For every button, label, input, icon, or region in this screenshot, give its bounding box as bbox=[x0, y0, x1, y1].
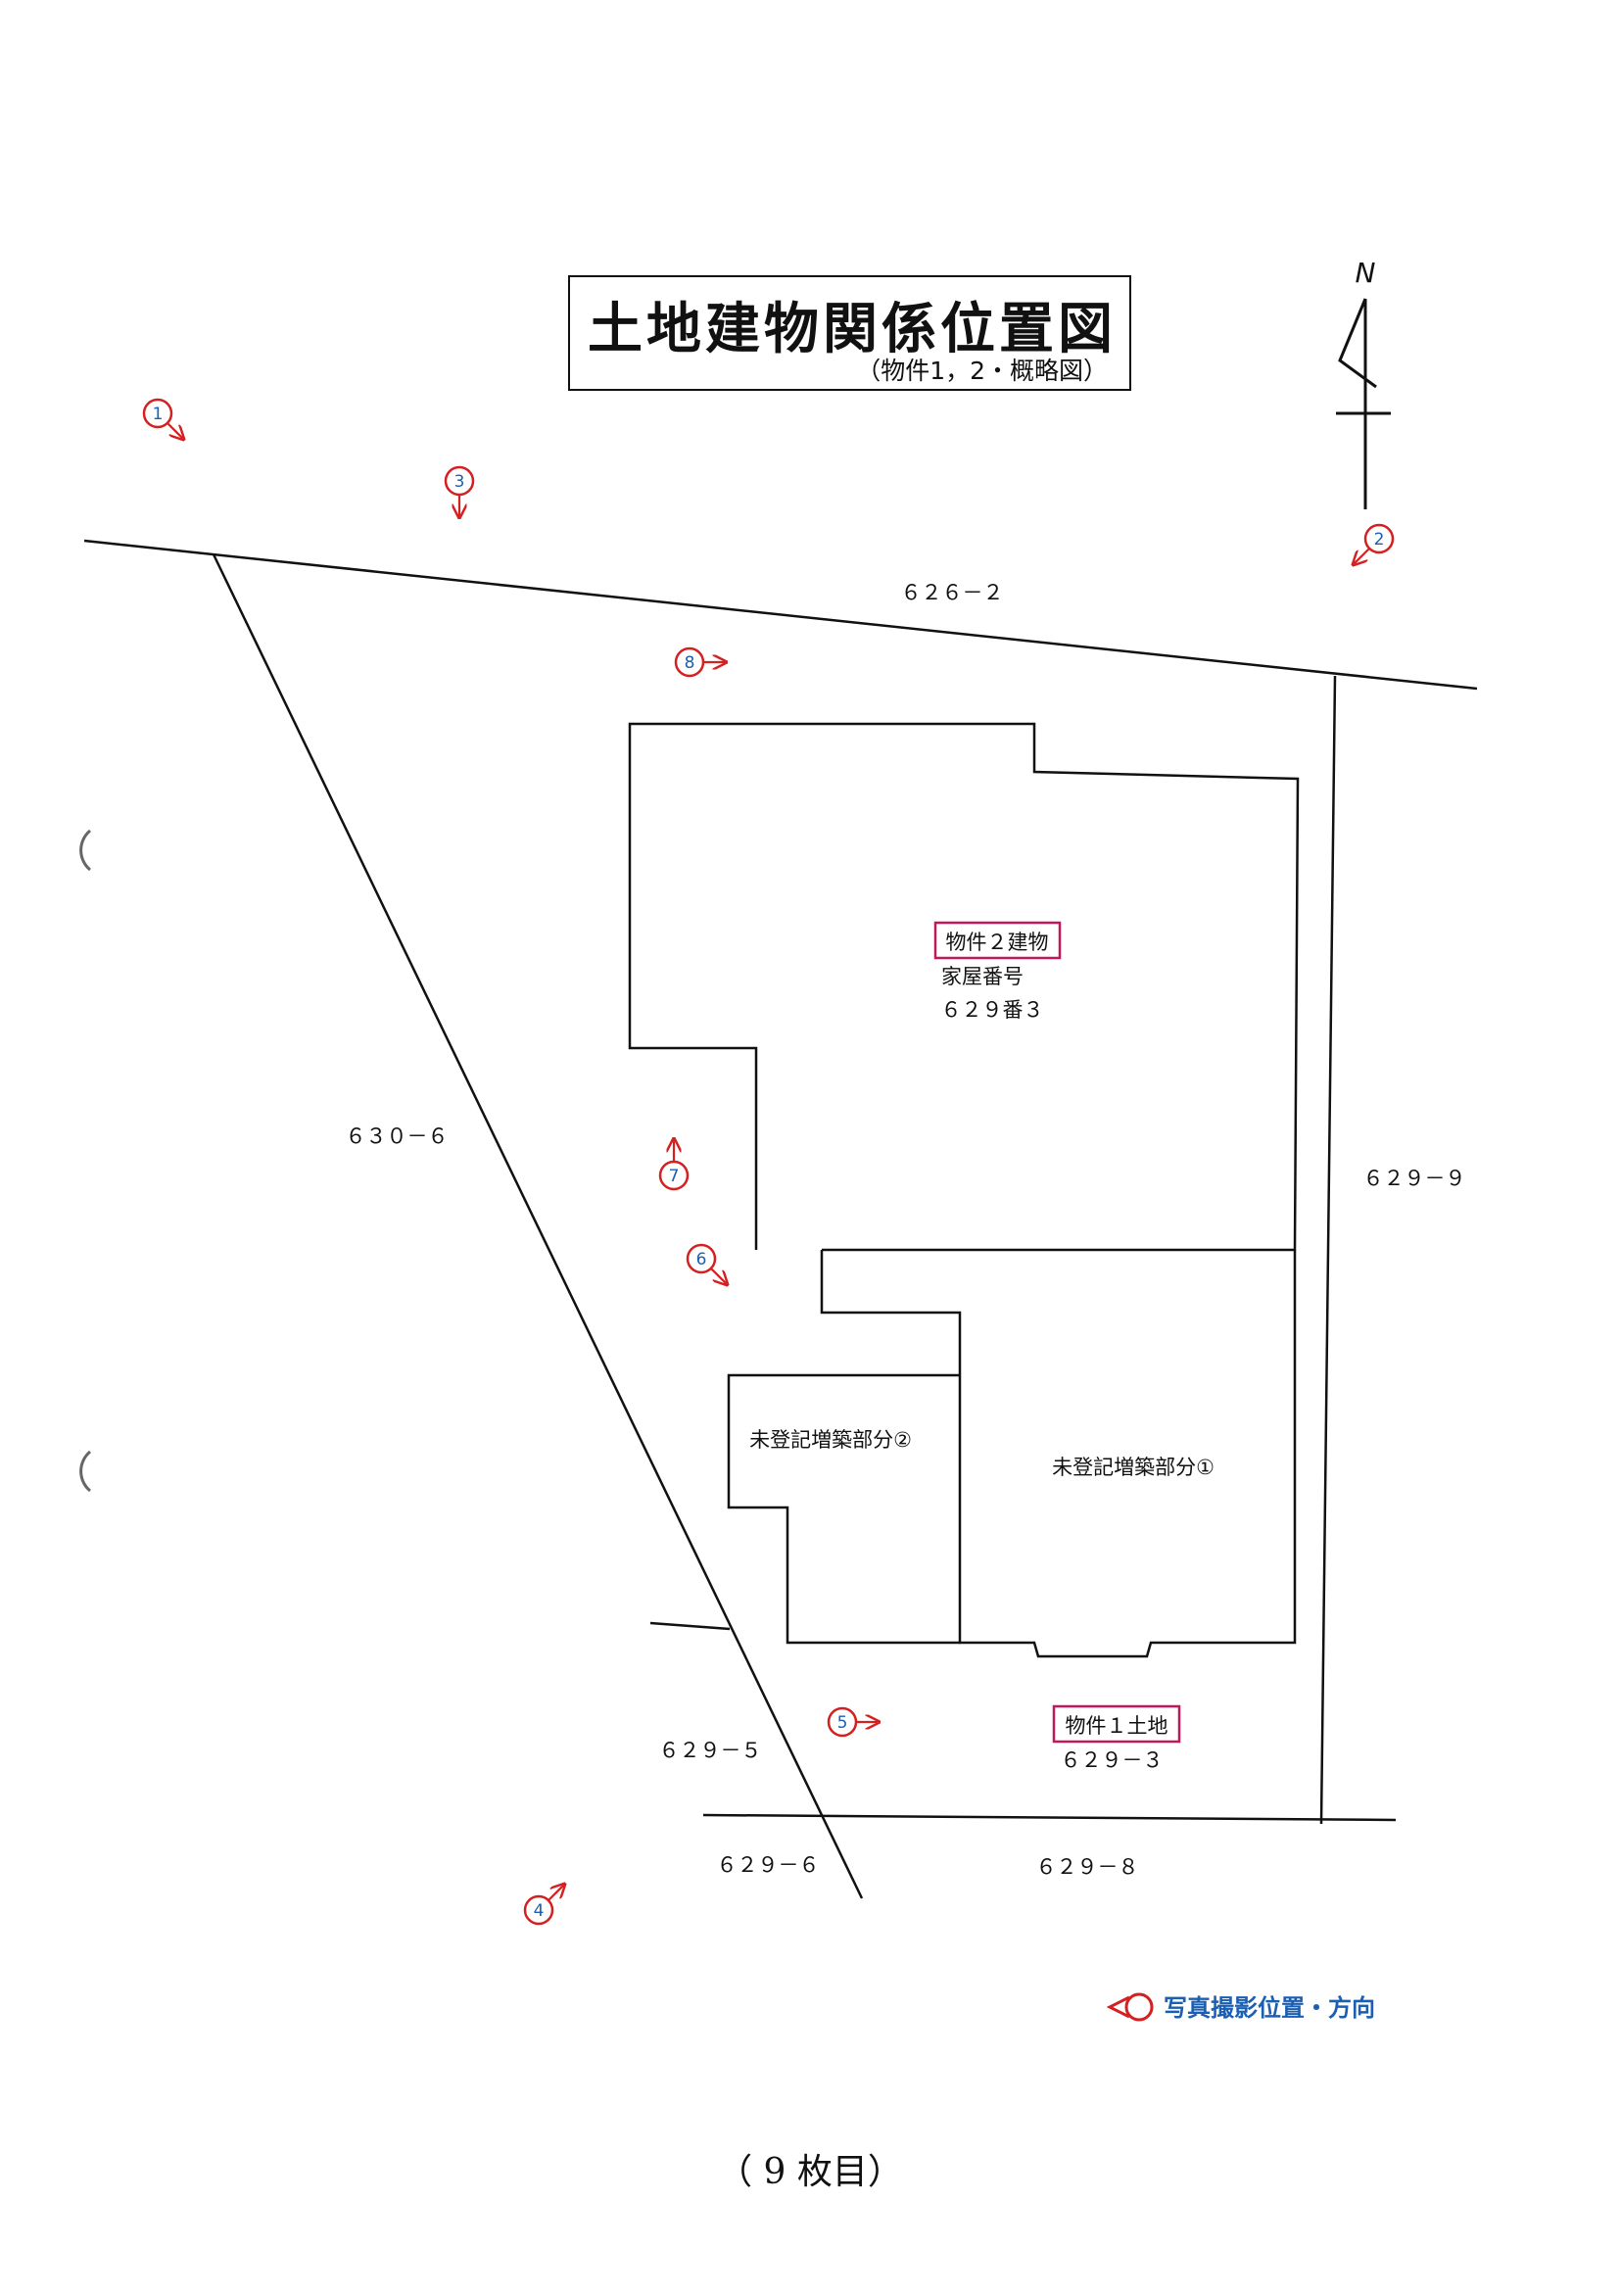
parcel-west: ６３０－６ bbox=[346, 1124, 449, 1148]
photo-marker-circle-icon bbox=[827, 1706, 858, 1738]
photo-marker-circle-icon bbox=[523, 1894, 554, 1926]
buildings bbox=[628, 722, 1300, 1658]
annex1-label: 未登記増築部分① bbox=[1052, 1456, 1215, 1479]
photo-marker-circle-icon bbox=[674, 646, 705, 678]
photo-marker-number: 8 bbox=[685, 653, 695, 673]
land-tag: 物件１土地 bbox=[1066, 1714, 1168, 1738]
legend-arrow-icon bbox=[1106, 1995, 1130, 2019]
east-boundary-line bbox=[1319, 675, 1337, 1825]
photo-marker-number: 6 bbox=[696, 1250, 707, 1269]
legend: 写真撮影位置・方向 bbox=[1106, 1992, 1375, 2022]
photo-marker-number: 3 bbox=[454, 472, 465, 492]
binder-hole-mark bbox=[79, 1450, 92, 1493]
house-tag: 物件２建物 bbox=[946, 931, 1049, 954]
south-boundary-line bbox=[702, 1813, 1397, 1822]
house-line1: 家屋番号 bbox=[941, 965, 1024, 988]
photo-marker-number: 4 bbox=[534, 1901, 545, 1921]
parcel-sw: ６２９－５ bbox=[659, 1739, 762, 1762]
photo-direction-arrow-icon bbox=[548, 1886, 564, 1901]
photo-marker-1: 1 bbox=[142, 398, 183, 439]
annex1-outline bbox=[820, 1250, 1297, 1658]
parcel-north: ６２６－２ bbox=[901, 581, 1004, 604]
photo-marker-circle-icon bbox=[1363, 523, 1395, 554]
west-diagonal-line bbox=[212, 553, 864, 1899]
photo-marker-circle-icon bbox=[658, 1160, 690, 1191]
house-tag-box bbox=[933, 921, 1062, 960]
house-outline bbox=[628, 722, 1300, 1252]
photo-marker-7: 7 bbox=[658, 1140, 690, 1191]
page-subtitle: （物件1，2・概略図） bbox=[856, 357, 1108, 385]
parcel-east: ６２９－９ bbox=[1363, 1167, 1466, 1190]
photo-marker-6: 6 bbox=[686, 1243, 727, 1284]
parcel-south-w: ６２９－６ bbox=[717, 1853, 820, 1877]
photo-marker-circle-icon bbox=[444, 465, 475, 497]
annex2-label: 未登記増築部分② bbox=[749, 1428, 912, 1452]
photo-marker-number: 2 bbox=[1374, 530, 1385, 550]
photo-marker-3: 3 bbox=[444, 465, 475, 516]
photo-marker-circle-icon bbox=[142, 398, 173, 429]
north-arrow-icon bbox=[1336, 298, 1391, 509]
house-line2: ６２９番３ bbox=[941, 998, 1044, 1022]
photo-marker-2: 2 bbox=[1355, 523, 1395, 564]
photo-marker-5: 5 bbox=[827, 1706, 878, 1738]
land-tag-box bbox=[1052, 1704, 1181, 1744]
photo-marker-circle-icon bbox=[686, 1243, 717, 1274]
land-number: ６２９－３ bbox=[1061, 1748, 1164, 1772]
photo-direction-arrow-icon bbox=[1355, 548, 1370, 564]
north-label: N bbox=[1356, 257, 1376, 289]
legend-circle-icon bbox=[1124, 1992, 1154, 2022]
north-road-line bbox=[83, 539, 1478, 691]
annex2-outline bbox=[727, 1373, 960, 1645]
photo-direction-arrow-icon bbox=[710, 1268, 727, 1284]
photo-direction-arrow-icon bbox=[167, 422, 183, 439]
photo-marker-4: 4 bbox=[523, 1886, 564, 1926]
photo-markers: 1 2 3 4 5 6 7 8 bbox=[142, 398, 1395, 1926]
sw-parcel-line bbox=[649, 1621, 731, 1631]
page-number: （ 9 枚目） bbox=[717, 2152, 903, 2192]
title-box: 土地建物関係位置図 （物件1，2・概略図） bbox=[568, 275, 1131, 391]
boundary-lines bbox=[83, 539, 1478, 1899]
photo-marker-number: 5 bbox=[837, 1713, 848, 1733]
photo-marker-8: 8 bbox=[674, 646, 725, 678]
legend-label: 写真撮影位置・方向 bbox=[1164, 1994, 1375, 2022]
parcel-south-e: ６２９－８ bbox=[1036, 1855, 1139, 1879]
photo-marker-number: 7 bbox=[669, 1167, 680, 1186]
photo-marker-number: 1 bbox=[153, 405, 164, 424]
binder-hole-mark bbox=[79, 829, 92, 872]
page-title: 土地建物関係位置図 bbox=[588, 298, 1117, 361]
